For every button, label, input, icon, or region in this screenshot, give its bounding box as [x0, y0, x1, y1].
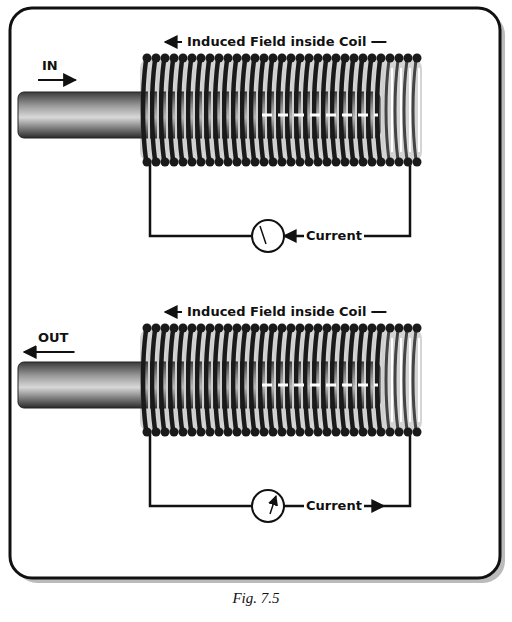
- field-label: Induced Field inside Coil: [185, 304, 368, 320]
- frame: [10, 8, 500, 578]
- direction-arrow: [165, 311, 182, 313]
- figure-caption: Fig. 7.5: [232, 590, 279, 607]
- direction-arrow: [165, 41, 182, 43]
- galvanometer: [252, 220, 284, 252]
- magnet-core-line: [262, 384, 378, 387]
- galvanometer-needle: [270, 496, 276, 514]
- galvanometer: [252, 490, 284, 522]
- current-label: Current: [304, 228, 364, 244]
- direction-arrow: [24, 351, 74, 353]
- coil-panel: [18, 324, 422, 523]
- dash-mark: [288, 505, 301, 507]
- galvanometer-needle: [260, 226, 266, 244]
- coil-panel: [18, 54, 422, 253]
- motion-label: OUT: [36, 330, 70, 346]
- coil-windings: [143, 54, 422, 167]
- field-label: Induced Field inside Coil: [185, 34, 368, 50]
- dash-mark: [371, 311, 386, 313]
- magnet-core-line: [262, 114, 378, 117]
- dash-mark: [371, 41, 386, 43]
- coil-body: [140, 58, 422, 162]
- current-label: Current: [304, 498, 364, 514]
- coil-windings: [143, 324, 422, 437]
- direction-arrow: [284, 235, 301, 237]
- dash-mark: [367, 235, 382, 237]
- coil-body: [140, 328, 422, 432]
- motion-label: IN: [40, 58, 60, 74]
- direction-arrow: [38, 79, 76, 81]
- direction-arrow: [367, 505, 384, 507]
